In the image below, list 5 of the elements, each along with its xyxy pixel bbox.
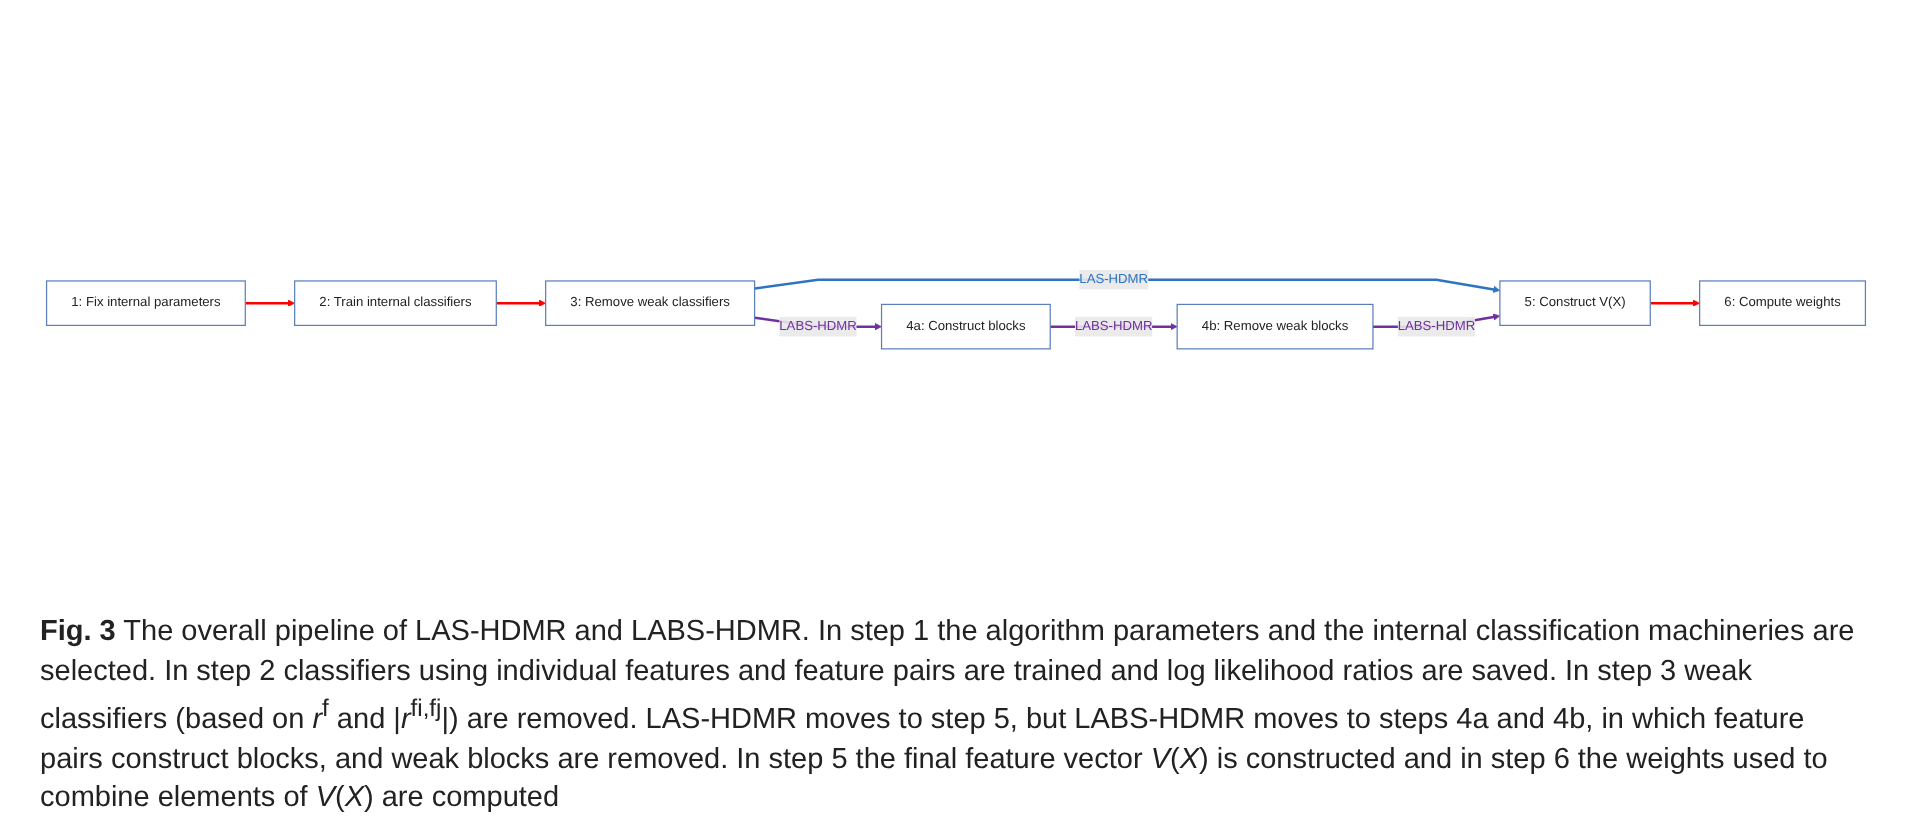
arrow [1650, 299, 1700, 307]
arrow [245, 299, 295, 307]
figure-caption: Fig. 3 The overall pipeline of LAS-HDMR and LABS-HDMR. In step 1 the algorithm parameters and the internal classification machineries are selected. In step 2 classifiers using individual features and feature pairs are trained and log likelihood ratios are saved. In step 3 weak classifiers (based on r$^{f}$ and |r$^{fi,fj}$|) are removed. LAS-HDMR moves to step 5, but LABS-HDMR moves to steps 4a and 4b, in which feature pairs construct blocks, and weak blocks are removed. In step 5 the final feature vector V(X) is constructed and in step 6 the weights used to combine elements of V(X) are computed [40, 614, 1857, 819]
arrow [496, 299, 546, 307]
arrow [754, 278, 1501, 293]
